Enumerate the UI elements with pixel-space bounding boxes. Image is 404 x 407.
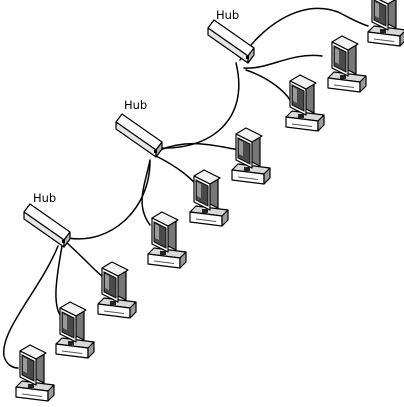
hub-icon (115, 113, 163, 158)
hub-top-label: Hub (216, 8, 239, 22)
computer-icon (55, 301, 95, 359)
cable-hub-middle-pc-1 (159, 142, 241, 151)
hub-top: Hub (207, 8, 255, 64)
computer-icon (367, 0, 404, 47)
cable-hub-top-to-hub-middle (159, 62, 240, 149)
computer-icon (97, 261, 137, 319)
computer-icon (15, 344, 55, 402)
computer-icon (189, 169, 229, 227)
cable-hub-top-pc-2 (243, 54, 323, 69)
hub-icon (207, 19, 255, 64)
cable-hub-top-pc-3 (245, 69, 291, 101)
cable-hub-middle-pc-2 (155, 155, 199, 187)
cable-hub-middle-pc-3 (141, 159, 151, 226)
cable-hub-bottom-pc-1 (65, 241, 103, 277)
hub-middle-label: Hub (124, 98, 147, 112)
computer-icon (285, 74, 325, 132)
cable-hub-top-pc-1 (239, 7, 369, 61)
cable-hub-bottom-pc-3 (3, 245, 59, 369)
hub-icon (23, 203, 71, 248)
computer-icon (231, 127, 271, 185)
hub-bottom-label: Hub (33, 191, 56, 205)
cable-hub-middle-to-hub-bottom (67, 160, 151, 240)
hub-middle: Hub (115, 98, 163, 158)
cables (3, 7, 369, 369)
hub-bottom: Hub (23, 191, 71, 248)
computer-icon (327, 35, 367, 93)
computer-icon (147, 211, 187, 269)
